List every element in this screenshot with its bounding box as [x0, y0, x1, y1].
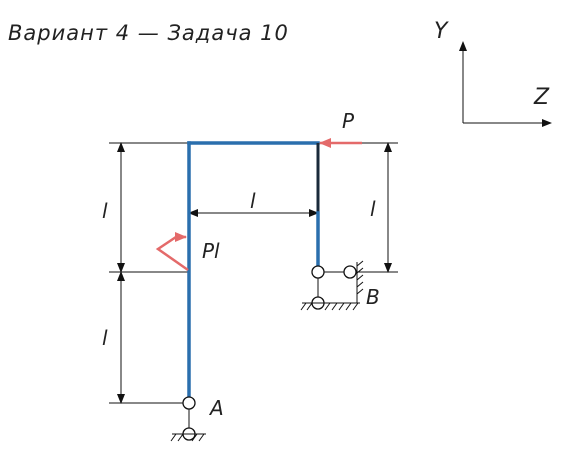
force-label: P [342, 109, 355, 133]
force-p: P [319, 109, 362, 148]
dimension-right-label: l [370, 197, 376, 221]
dimension-left-lower-label: l [102, 326, 108, 350]
z-axis-label: Z [533, 85, 550, 110]
y-axis-label: Y [434, 19, 449, 44]
support-a-hinge-top [182, 396, 196, 410]
support-a-label: A [208, 396, 224, 420]
dimension-left-upper-label: l [102, 199, 108, 223]
support-b: B [300, 260, 380, 311]
task-title: Вариант 4 — Задача 10 [8, 21, 289, 45]
support-b-hinge-top [311, 265, 325, 279]
moment-arrow [155, 232, 189, 272]
moment-label: Pl [202, 239, 220, 263]
coordinate-axes: Y Z [434, 19, 552, 127]
dimension-horizontal-label: l [250, 189, 256, 213]
support-b-side-hinge [343, 265, 357, 279]
moment-pl: Pl [155, 232, 220, 272]
support-b-label: B [366, 285, 380, 309]
support-a: A [170, 396, 224, 442]
dimension-lines: l l l l [102, 142, 392, 404]
frame-members [187, 141, 320, 399]
